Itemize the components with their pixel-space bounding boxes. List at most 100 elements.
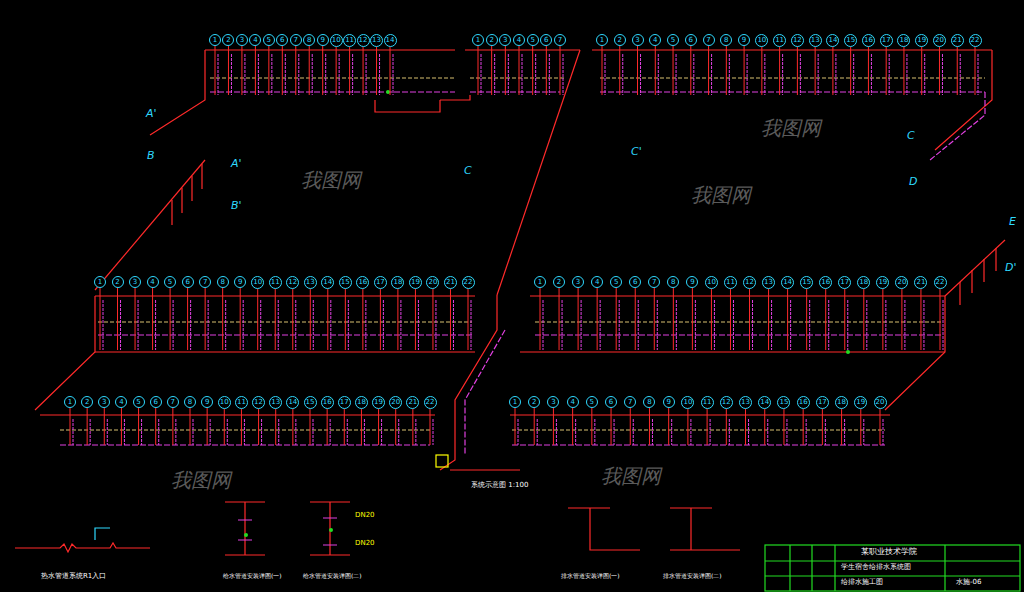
riser (135, 296, 136, 350)
riser (138, 408, 139, 415)
beam-detail (323, 518, 337, 545)
supply-pipe (935, 50, 992, 150)
riser (901, 289, 902, 297)
riser (693, 54, 694, 95)
section-mark: B' (230, 200, 243, 211)
section-mark: E (1008, 216, 1017, 227)
supply-pipe (35, 296, 95, 410)
riser (676, 54, 677, 95)
callout-circle: 8 (303, 34, 315, 46)
callout-number: 13 (306, 279, 315, 286)
callout-number: 4 (150, 279, 154, 286)
riser (597, 296, 598, 350)
callout-circle: 19 (876, 276, 889, 289)
callout-circle: 10 (755, 34, 768, 47)
callout-circle: 14 (781, 276, 794, 289)
callout-circle: 6 (182, 276, 194, 288)
callout-circle: 22 (969, 34, 982, 47)
riser (310, 296, 311, 350)
riser (349, 50, 350, 95)
supply-pipe (375, 95, 470, 112)
callout-number: 15 (802, 279, 811, 286)
riser (673, 50, 674, 95)
callout-number: 7 (628, 399, 632, 406)
riser (591, 415, 592, 445)
callout-number: 11 (703, 399, 712, 406)
callout-circle: 9 (686, 276, 698, 288)
riser (379, 54, 380, 95)
riser (190, 300, 191, 350)
riser (832, 50, 833, 95)
callout-number: 22 (426, 399, 435, 406)
callout-circle: 1 (94, 276, 106, 288)
riser (471, 300, 472, 350)
riser (841, 415, 842, 445)
callout-circle: 8 (667, 276, 679, 288)
riser (348, 300, 349, 350)
riser (491, 50, 492, 95)
callout-number: 15 (779, 399, 788, 406)
riser (572, 415, 573, 445)
riser (352, 54, 353, 95)
callout-number: 16 (821, 279, 830, 286)
riser (649, 408, 650, 415)
riser (578, 296, 579, 350)
callout-circle: 3 (236, 34, 248, 46)
callout-number: 1 (476, 37, 480, 44)
callout-circle: 19 (372, 396, 385, 409)
riser (581, 300, 582, 350)
riser (687, 415, 688, 445)
riser (228, 46, 229, 50)
callout-circle: 5 (164, 276, 176, 288)
riser (767, 419, 768, 445)
riser (668, 408, 669, 415)
callout-circle: 6 (685, 34, 697, 46)
riser (978, 54, 979, 95)
callout-number: 8 (647, 399, 651, 406)
riser (138, 300, 139, 350)
callout-number: 4 (595, 279, 599, 286)
riser (349, 47, 350, 51)
callout-circle: 10 (681, 396, 694, 409)
riser (275, 409, 276, 416)
riser (657, 300, 658, 350)
section-mark: D' (1004, 262, 1018, 273)
riser (790, 300, 791, 350)
callout-number: 13 (271, 399, 280, 406)
riser (397, 289, 398, 297)
riser (215, 50, 216, 95)
beam-detail (238, 520, 252, 540)
riser (745, 409, 746, 416)
riser (175, 419, 176, 445)
callout-circle: 16 (356, 276, 369, 289)
riser (690, 50, 691, 95)
riser (563, 54, 564, 95)
riser (616, 288, 617, 296)
riser (292, 415, 293, 445)
riser (450, 289, 451, 297)
riser (141, 419, 142, 445)
callout-number: 1 (98, 279, 102, 286)
callout-circle: 7 (648, 276, 660, 288)
main-pipe (440, 295, 497, 470)
riser (532, 50, 533, 95)
callout-circle: 14 (384, 34, 397, 47)
riser (745, 415, 746, 445)
callout-number: 18 (837, 399, 846, 406)
riser (292, 289, 293, 297)
riser (708, 46, 709, 50)
riser (779, 50, 780, 95)
riser (412, 415, 413, 445)
riser (904, 300, 905, 350)
riser (880, 415, 881, 445)
callout-number: 9 (238, 279, 242, 286)
riser (847, 300, 848, 350)
callout-circle: 3 (572, 276, 584, 288)
watermark: 我图网 (170, 470, 232, 490)
callout-circle: 1 (596, 34, 608, 46)
callout-number: 7 (203, 279, 207, 286)
callout-circle: 2 (222, 34, 234, 46)
riser (327, 415, 328, 445)
riser (783, 409, 784, 416)
riser (602, 50, 603, 95)
